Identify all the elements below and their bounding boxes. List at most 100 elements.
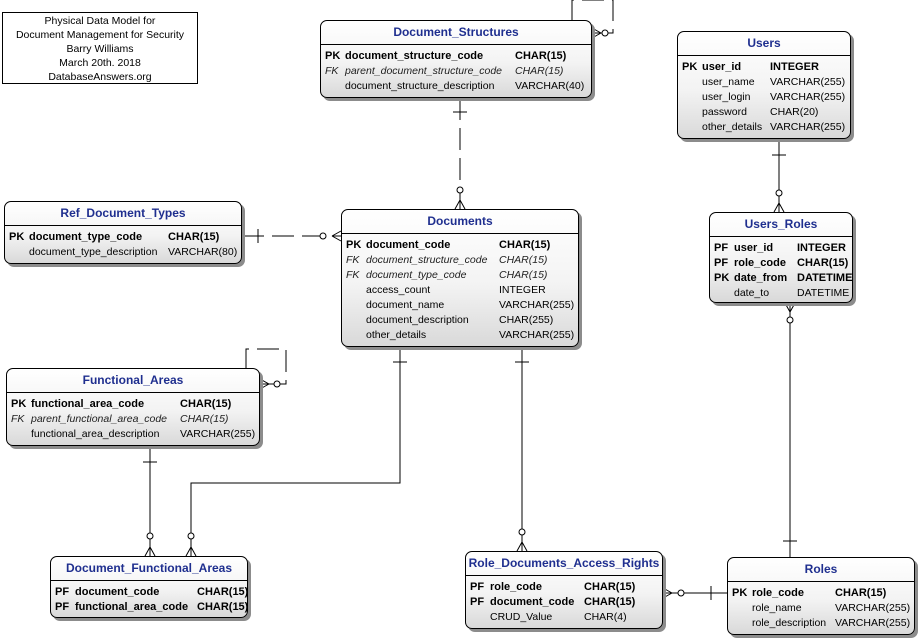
attribute-type: VARCHAR(255) xyxy=(770,76,846,88)
attribute-row: document_description CHAR(255) xyxy=(342,313,578,328)
attribute-type: INTEGER xyxy=(797,242,846,254)
cardinality-many-mark xyxy=(591,27,602,39)
attribute-name: other_details xyxy=(702,121,763,133)
attribute-type: INTEGER xyxy=(499,284,546,296)
attribute-name: date_from xyxy=(734,272,788,284)
note-line: Document Management for Security xyxy=(15,29,185,41)
attribute-type: CHAR(15) xyxy=(180,398,232,410)
entity-title: Document_Structures xyxy=(321,21,591,45)
attribute-type: CHAR(15) xyxy=(584,581,636,593)
entity-title: Documents xyxy=(342,210,578,234)
attribute-name: date_to xyxy=(734,287,770,299)
key-tag: PK xyxy=(714,272,730,284)
optional-circle-mark xyxy=(456,186,464,194)
optional-circle-mark xyxy=(775,189,783,197)
attribute-type: CHAR(15) xyxy=(197,586,249,598)
optional-circle-mark xyxy=(786,316,794,324)
attribute-name: document_type_code xyxy=(29,231,143,243)
attribute-name: CRUD_Value xyxy=(490,611,553,623)
attribute-name: document_type_description xyxy=(29,246,158,258)
attribute-type: CHAR(255) xyxy=(499,314,554,326)
attribute-name: other_details xyxy=(366,329,427,341)
attribute-name: document_type_code xyxy=(366,269,467,281)
optional-circle-mark xyxy=(273,380,281,388)
entity-title: Document_Functional_Areas xyxy=(51,557,247,581)
attribute-type: CHAR(15) xyxy=(515,50,567,62)
attribute-name: document_code xyxy=(366,239,451,251)
cardinality-many-mark xyxy=(331,230,342,242)
attribute-type: DATETIME xyxy=(797,287,850,299)
optional-circle-mark xyxy=(319,232,327,240)
attribute-name: parent_functional_area_code xyxy=(31,413,168,425)
cardinality-many-mark xyxy=(662,587,673,599)
entity-title: Role_Documents_Access_Rights xyxy=(466,552,662,576)
key-tag: FK xyxy=(11,413,25,425)
attribute-name: document_description xyxy=(366,314,469,326)
entity-title: Functional_Areas xyxy=(7,369,259,393)
key-tag: PF xyxy=(714,242,729,254)
note-line: Barry Williams xyxy=(66,43,134,55)
entity-title: Users_Roles xyxy=(710,213,852,237)
attribute-name: user_login xyxy=(702,91,751,103)
attribute-type: VARCHAR(40) xyxy=(515,80,585,92)
attribute-type: VARCHAR(255) xyxy=(499,299,575,311)
attribute-name: user_id xyxy=(734,242,774,254)
attribute-type: CHAR(15) xyxy=(499,239,551,251)
attribute-type: CHAR(20) xyxy=(770,106,819,118)
attribute-name: document_structure_description xyxy=(345,80,495,92)
note-line: DatabaseAnswers.org xyxy=(48,71,152,83)
key-tag: PK xyxy=(732,587,748,599)
attribute-name: document_name xyxy=(366,299,445,311)
cardinality-many-mark xyxy=(773,202,785,213)
attribute-row: PF user_id INTEGER xyxy=(710,241,852,256)
optional-circle-mark xyxy=(677,589,685,597)
attribute-name: functional_area_code xyxy=(75,601,189,613)
key-tag: PK xyxy=(346,239,362,251)
entity-title: Roles xyxy=(728,558,914,582)
attribute-name: role_code xyxy=(490,581,542,593)
key-tag: FK xyxy=(325,65,339,77)
diagram-title-note: Physical Data Model for Document Managem… xyxy=(2,12,198,84)
key-tag: PK xyxy=(682,61,698,73)
attribute-type: VARCHAR(255) xyxy=(835,617,911,629)
optional-circle-mark xyxy=(518,528,526,536)
key-tag: FK xyxy=(346,254,360,266)
note-line: March 20th. 2018 xyxy=(59,57,141,69)
attribute-type: CHAR(15) xyxy=(499,254,548,266)
attribute-type: CHAR(15) xyxy=(180,413,229,425)
key-tag: PF xyxy=(714,257,729,269)
note-line: Physical Data Model for xyxy=(44,15,156,27)
attribute-type: CHAR(15) xyxy=(499,269,548,281)
relationship-line xyxy=(190,347,401,556)
attribute-name: functional_area_code xyxy=(31,398,145,410)
